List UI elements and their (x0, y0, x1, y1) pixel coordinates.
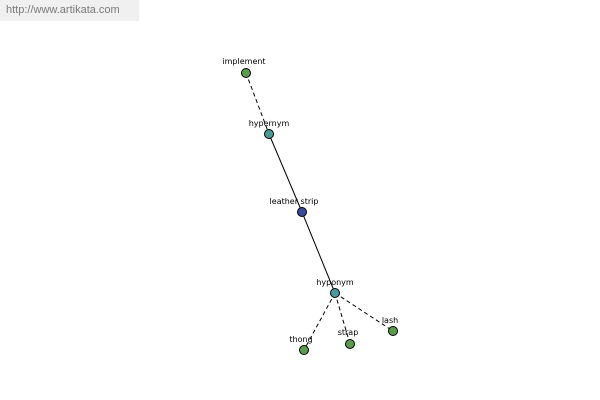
edge-hyponym-strap (334, 292, 351, 345)
node-label-strap[interactable]: strap (338, 328, 359, 337)
node-dot-hyponym[interactable] (330, 288, 340, 298)
node-dot-hypernym[interactable] (264, 129, 274, 139)
edge-hypernym-leather-strip (268, 133, 303, 213)
node-label-hypernym[interactable]: hypernym (249, 119, 290, 128)
node-hyponym[interactable]: hyponym (316, 278, 354, 298)
node-dot-lash[interactable] (388, 326, 398, 336)
node-dot-implement[interactable] (241, 68, 251, 78)
node-hypernym[interactable]: hypernym (249, 119, 290, 139)
edges-layer (245, 72, 394, 351)
node-leather-strip[interactable]: leather strip (270, 197, 319, 217)
node-strap[interactable]: strap (338, 328, 359, 349)
node-label-leather-strip[interactable]: leather strip (270, 197, 319, 206)
edge-hyponym-lash (334, 292, 394, 332)
node-label-lash[interactable]: lash (382, 316, 398, 325)
node-label-hyponym[interactable]: hyponym (316, 278, 354, 287)
node-implement[interactable]: implement (222, 57, 266, 78)
edge-hyponym-thong (303, 292, 336, 351)
node-dot-thong[interactable] (299, 345, 309, 355)
node-thong[interactable]: thong (289, 335, 313, 355)
node-label-implement[interactable]: implement (222, 57, 265, 66)
node-label-thong[interactable]: thong (289, 335, 312, 344)
node-dot-strap[interactable] (345, 339, 355, 349)
edge-leather-strip-hyponym (301, 211, 336, 294)
node-dot-leather-strip[interactable] (297, 207, 307, 217)
nodes-layer: implement hypernym leather strip hyponym tho… (222, 57, 398, 355)
node-lash[interactable]: lash (382, 316, 398, 336)
source-url-banner[interactable]: http://www.artikata.com (0, 0, 139, 21)
edge-implement-hypernym (245, 72, 270, 135)
